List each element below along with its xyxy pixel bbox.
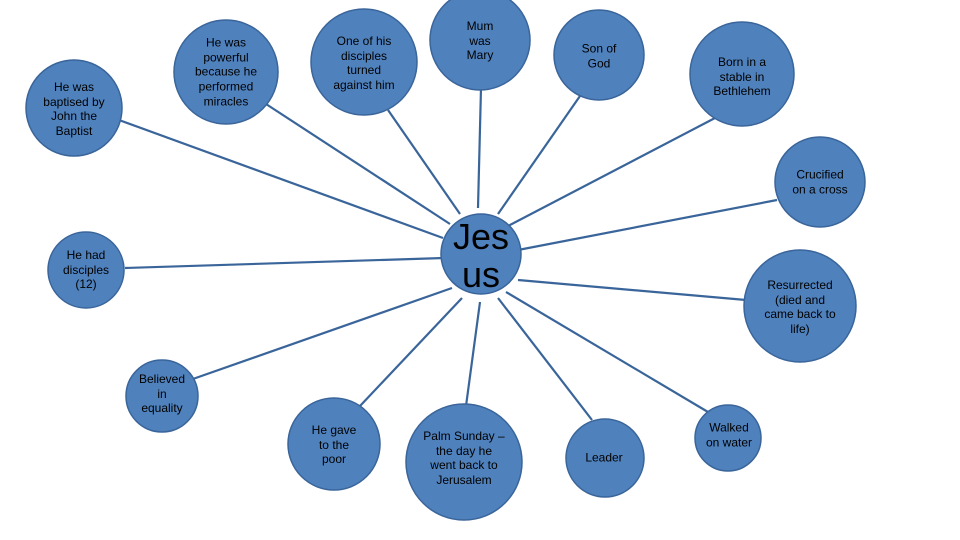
node-circle-powerful <box>173 19 279 125</box>
connector-son-of-god <box>497 95 581 215</box>
connector-born-in-stable <box>507 117 716 227</box>
node-label-resurrected: Resurrected (died and came back to life) <box>764 277 836 336</box>
node-label-crucified: Crucified on a cross <box>792 167 848 196</box>
node-label-baptised: He was baptised by John the Baptist <box>43 79 105 138</box>
node-label-equality: Believed in equality <box>138 372 186 416</box>
center-node-circle <box>440 213 522 295</box>
node-label-palm-sunday: Palm Sunday – the day he went back to Je… <box>423 428 505 487</box>
connector-leader <box>497 297 593 421</box>
node-circle-equality <box>125 359 199 433</box>
connector-mary <box>476 87 483 209</box>
node-label-disciple-turned: One of his disciples turned against him <box>333 33 395 92</box>
connector-powerful <box>265 103 451 225</box>
node-circle-resurrected <box>743 249 857 363</box>
connector-equality <box>189 286 453 382</box>
node-circle-baptised <box>25 59 123 157</box>
connector-baptised <box>118 118 444 240</box>
node-circle-born-in-stable <box>689 21 795 127</box>
connector-disciples-12 <box>124 256 445 270</box>
node-circle-gave-to-poor <box>287 397 381 491</box>
node-circle-leader <box>565 418 645 498</box>
node-label-mary: Mum was Mary <box>466 19 494 63</box>
node-label-powerful: He was powerful because he performed mir… <box>194 35 258 108</box>
node-circle-mary <box>429 0 531 91</box>
node-circle-palm-sunday <box>405 403 523 521</box>
connector-crucified <box>517 198 778 252</box>
connector-gave-to-poor <box>359 297 463 407</box>
node-label-son-of-god: Son of God <box>581 41 617 70</box>
center-label: Jes us <box>452 216 510 295</box>
node-label-born-in-stable: Born in a stable in Bethlehem <box>713 55 771 99</box>
node-label-gave-to-poor: He gave to the poor <box>311 423 357 467</box>
node-label-disciples-12: He had disciples (12) <box>62 248 110 292</box>
node-circle-son-of-god <box>553 9 645 101</box>
node-circle-crucified <box>774 136 866 228</box>
connector-resurrected <box>517 278 747 302</box>
node-circles <box>25 0 866 521</box>
connector-lines <box>118 87 778 421</box>
node-circle-walked-on-water <box>694 404 762 472</box>
node-circle-disciple-turned <box>310 8 418 116</box>
connector-walked-on-water <box>505 291 709 413</box>
node-label-walked-on-water: Walked on water <box>705 420 753 449</box>
connector-disciple-turned <box>387 109 461 215</box>
node-circle-disciples-12 <box>47 231 125 309</box>
connector-palm-sunday <box>464 301 482 407</box>
node-label-leader: Leader <box>585 450 623 465</box>
